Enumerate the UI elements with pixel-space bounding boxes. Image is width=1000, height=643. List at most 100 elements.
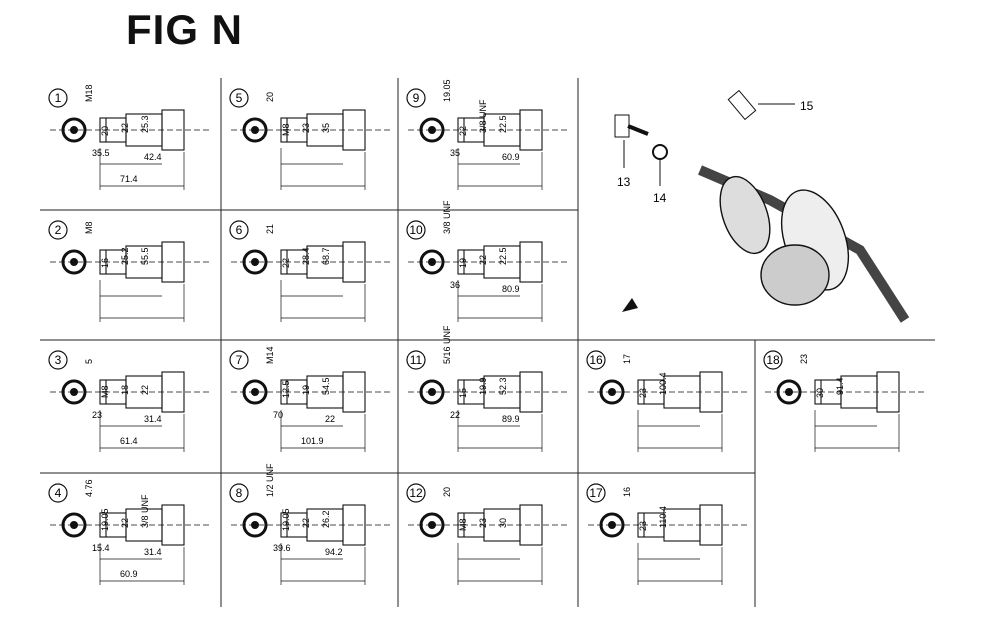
bolt-icon	[614, 114, 630, 138]
part-number-14: 14	[653, 191, 667, 205]
dimension-label: 3/8 UNF	[140, 494, 150, 528]
dimension-lines	[280, 148, 366, 190]
dimension-label: 35.5	[92, 148, 110, 158]
callout-number: 18	[766, 353, 780, 367]
dimension-lines	[99, 543, 185, 585]
dimension-label: 22	[281, 258, 291, 268]
shaft-profile	[408, 241, 568, 283]
callout-circle	[586, 350, 606, 370]
dimension-label: 54.5	[321, 377, 331, 395]
callout-number: 6	[236, 223, 243, 237]
callout-circle	[229, 88, 249, 108]
dimension-label: 35	[321, 123, 331, 133]
callout-number: 2	[55, 223, 62, 237]
callout-circle	[406, 350, 426, 370]
shaft-profile	[408, 504, 568, 546]
dimension-label: 22	[120, 123, 130, 133]
callout-number: 3	[55, 353, 62, 367]
dimension-label: M8	[281, 123, 291, 136]
dimension-label: 19	[458, 258, 468, 268]
dimension-label: 55.5	[140, 247, 150, 265]
callout-circle	[48, 483, 68, 503]
callout-circle	[586, 483, 606, 503]
dimension-label: M18	[84, 84, 94, 102]
dimension-label: 28.4	[301, 247, 311, 265]
dimension-label: 23	[638, 388, 648, 398]
dimension-label: 52.3	[498, 377, 508, 395]
dimension-label: 70	[273, 410, 283, 420]
dimension-label: 1/2 UNF	[265, 463, 275, 497]
dimension-label: M8	[100, 385, 110, 398]
shaft-profile	[50, 371, 210, 413]
dimension-label: 22.5	[498, 115, 508, 133]
crankshaft-drawing	[698, 165, 910, 323]
dimension-label: 36	[450, 280, 460, 290]
dimension-label: 16	[622, 487, 632, 497]
callout-circle	[763, 350, 783, 370]
dimension-lines	[280, 410, 366, 452]
dimension-label: 17	[622, 354, 632, 364]
dimension-label: 110.4	[658, 506, 668, 528]
dimension-lines	[457, 543, 543, 585]
callout-circle	[229, 483, 249, 503]
dimension-label: 22	[140, 385, 150, 395]
dimension-label: 42.4	[144, 152, 162, 162]
dimension-label: 20	[442, 487, 452, 497]
callout-circle	[406, 483, 426, 503]
dimension-label: 31.4	[144, 547, 162, 557]
callout-number: 4	[55, 486, 62, 500]
shaft-profile	[231, 371, 391, 413]
dimension-label: 12.5	[281, 380, 291, 398]
dimension-label: 19.05	[281, 508, 291, 531]
dimension-lines	[457, 148, 543, 190]
part-number-15: 15	[800, 99, 814, 113]
shaft-profile	[765, 371, 925, 413]
dimension-label: 31.4	[144, 414, 162, 424]
dimension-label: 23	[638, 521, 648, 531]
shaft-profile	[231, 504, 391, 546]
dimension-label: 101.9	[301, 436, 324, 446]
dimension-label: 91.4	[835, 377, 845, 395]
grid-lines	[40, 78, 935, 607]
dimension-label: 23	[478, 518, 488, 528]
callout-number: 10	[409, 223, 423, 237]
dimension-label: 22	[458, 126, 468, 136]
dimension-label: 89.9	[502, 414, 520, 424]
dimension-label: 20	[265, 92, 275, 102]
dimension-label: 19.9	[478, 377, 488, 395]
dimension-label: 30	[498, 518, 508, 528]
dimension-label: 23	[799, 354, 809, 364]
dimension-label: 61.4	[120, 436, 138, 446]
dimension-label: 23	[301, 123, 311, 133]
shaft-profile	[231, 109, 391, 151]
dimension-label: 5/16 UNF	[442, 325, 452, 364]
dimension-label: 16	[100, 258, 110, 268]
dimension-lines	[457, 280, 543, 322]
dimension-label: 71.4	[120, 174, 138, 184]
callout-circle	[48, 88, 68, 108]
dimension-label: 100.4	[658, 372, 668, 395]
dimension-lines	[99, 148, 185, 190]
dimension-label: 19.05	[100, 508, 110, 531]
dimension-label: 60.9	[502, 152, 520, 162]
dimension-label: 80.9	[502, 284, 520, 294]
dimension-label: M8	[458, 518, 468, 531]
dimension-label: 30	[815, 388, 825, 398]
callout-number: 11	[410, 353, 423, 367]
callout-circle	[229, 350, 249, 370]
dimension-lines	[99, 410, 185, 452]
callout-number: 17	[589, 486, 603, 500]
cell-18: 18 23 30 91.4	[763, 350, 925, 452]
dimension-label: 5	[84, 359, 94, 364]
callout-number: 8	[236, 486, 243, 500]
part-number-13: 13	[617, 175, 631, 189]
callout-circle	[406, 88, 426, 108]
callout-number: 16	[589, 353, 603, 367]
